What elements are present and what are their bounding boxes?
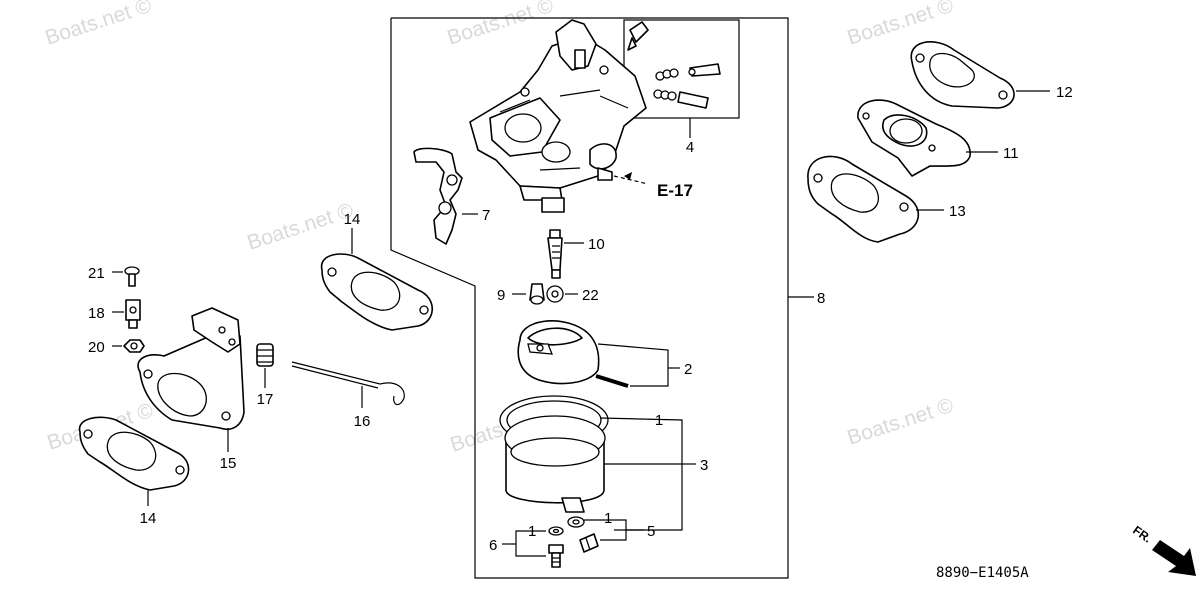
gasket-14-lower [78, 416, 190, 491]
callout-9: 9 [497, 287, 505, 304]
drain-washer [567, 516, 585, 528]
assembly-boundary [390, 17, 789, 579]
carburetor-body [469, 19, 649, 213]
callout-7: 7 [482, 207, 490, 224]
callout-3: 3 [700, 457, 708, 474]
pilot-screw-set [627, 21, 721, 109]
reference-e17: E-17 [657, 181, 693, 200]
gasket-14-upper [320, 253, 433, 331]
chamber-washer [548, 526, 564, 536]
screw-21 [124, 266, 140, 287]
throttle-lever [413, 147, 463, 245]
main-jet [547, 229, 563, 279]
gasket-13 [807, 155, 920, 243]
front-direction-arrow: FR. [1130, 523, 1196, 576]
callout-1-washer-6: 1 [528, 523, 536, 540]
grommet-17 [256, 343, 274, 367]
float-chamber [504, 415, 606, 513]
drawing-code: 8890−E1405A [936, 565, 1029, 581]
callout-11: 11 [1003, 145, 1019, 162]
watermark: Boats.net © [844, 394, 956, 450]
drain-screw [579, 533, 599, 553]
callout-1-gasket: 1 [655, 412, 663, 429]
callout-16: 16 [354, 413, 371, 430]
callout-5: 5 [647, 523, 655, 540]
watermark: Boats.net © [244, 199, 356, 255]
callout-21: 21 [88, 265, 105, 282]
callout-13: 13 [949, 203, 966, 220]
watermark: Boats.net © [444, 0, 556, 50]
nozzle-22 [546, 285, 564, 303]
jet-holder-9 [529, 283, 545, 305]
callout-12: 12 [1056, 84, 1073, 101]
fitting-18 [125, 299, 141, 329]
watermark: Boats.net © [42, 0, 154, 50]
callout-15: 15 [220, 455, 237, 472]
callout-17: 17 [257, 391, 274, 408]
callout-4: 4 [686, 139, 694, 156]
bracket-15 [137, 307, 245, 430]
callout-14-upper: 14 [344, 211, 361, 228]
callout-2: 2 [684, 361, 692, 378]
float [517, 320, 600, 385]
callout-22: 22 [582, 287, 599, 304]
float-pin [595, 374, 629, 388]
gasket-12 [910, 41, 1015, 109]
nut-20 [123, 339, 145, 353]
callout-8: 8 [817, 290, 825, 307]
chamber-bolt [548, 544, 564, 568]
callout-6: 6 [489, 537, 497, 554]
callout-18: 18 [88, 305, 105, 322]
front-direction-label: FR. [1130, 523, 1154, 546]
callout-14-lower: 14 [140, 510, 157, 527]
callout-1-washer-5: 1 [604, 510, 612, 527]
throttle-rod-16 [291, 361, 405, 406]
callout-10: 10 [588, 236, 605, 253]
insulator-11 [857, 99, 971, 177]
callout-20: 20 [88, 339, 105, 356]
